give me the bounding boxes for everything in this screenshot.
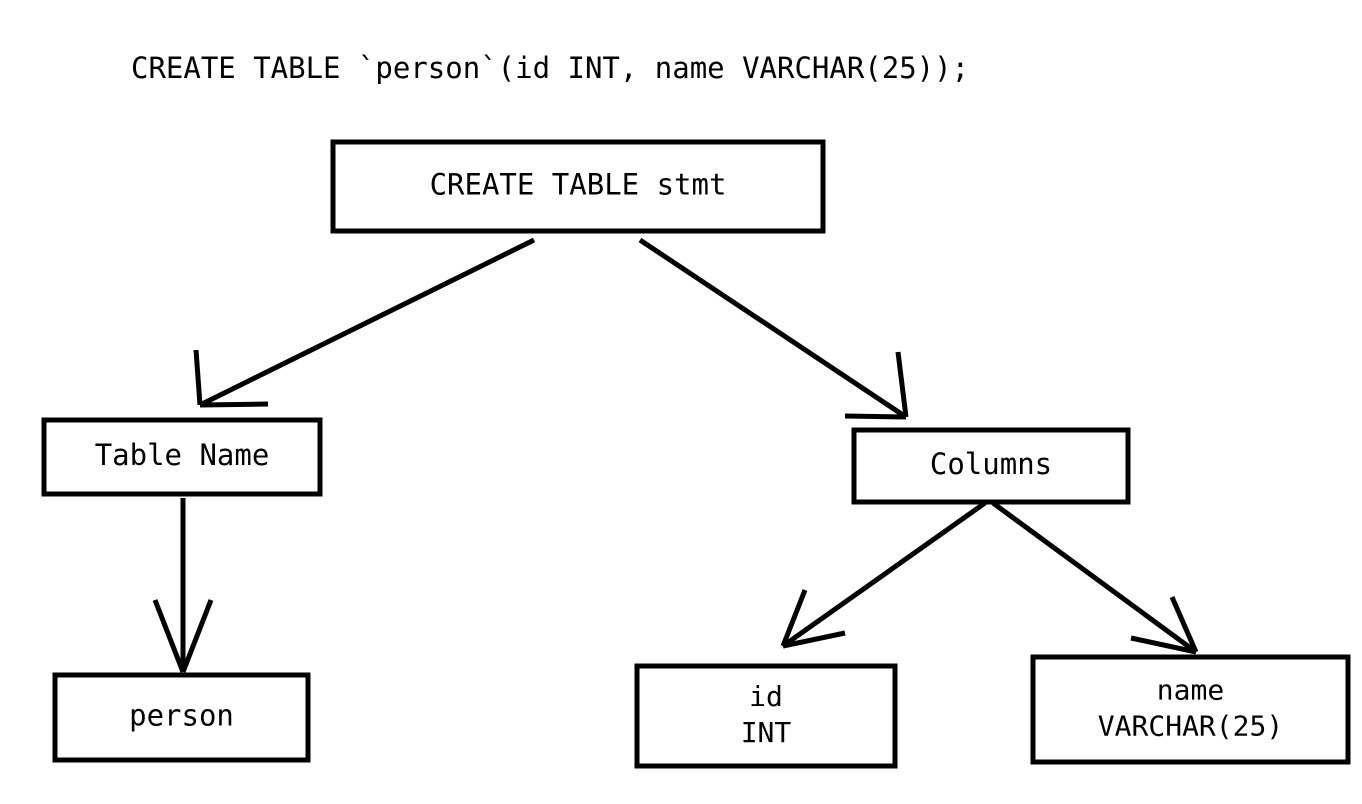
columns-node[interactable]: Columns [851,427,1131,505]
arrowhead-barb [895,351,909,418]
node-box[interactable] [851,427,1131,505]
edge-columns-to-column-id [780,500,987,649]
arrowhead-barb [780,589,808,647]
arrowhead-barb [782,630,846,649]
arrowhead-barb [152,599,186,673]
arrowhead-barb [1130,635,1197,655]
edge-root-to-table-name [193,237,536,408]
edge-shaft [198,237,536,408]
arrowhead-barb [180,599,214,673]
table-name-node[interactable]: Table Name [41,417,323,497]
node-label: VARCHAR(25) [1098,710,1283,743]
node-label: CREATE TABLE stmt [430,168,727,202]
edge-shaft [781,500,987,649]
edge-shaft [991,500,1198,655]
node-box[interactable] [634,663,898,769]
create-table-stmt-node[interactable]: CREATE TABLE stmt [330,139,826,234]
node-label: person [129,699,234,733]
edge-table-name-to-person [152,498,214,673]
edge-root-to-columns [638,237,909,420]
node-label: INT [741,716,792,749]
node-box[interactable] [1030,654,1351,765]
arrowhead-barb [844,413,907,420]
node-box[interactable] [52,672,311,763]
node-box[interactable] [41,417,323,497]
arrowhead-barb [193,349,203,406]
node-label: Table Name [95,438,270,472]
person-value-node[interactable]: person [52,672,311,763]
node-label: id [749,680,783,713]
edge-shaft [638,237,908,420]
arrowhead-barb [199,401,269,408]
node-label: name [1157,674,1224,707]
edge-columns-to-column-name [991,500,1199,655]
node-box[interactable] [330,139,826,234]
edges-layer [152,237,1199,673]
arrowhead-barb [1169,596,1199,653]
sql-statement-caption: CREATE TABLE `person`(id INT, name VARCH… [131,51,969,85]
node-label: Columns [930,447,1052,481]
